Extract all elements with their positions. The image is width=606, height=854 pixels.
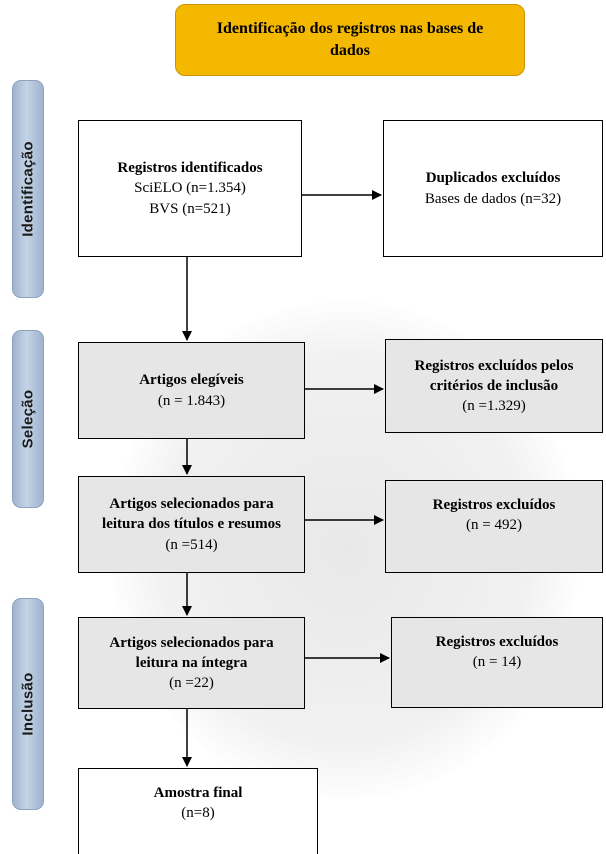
box-registros-identificados-scielo: SciELO (n=1.354): [134, 180, 246, 197]
box-excluidos-criterios-title-2: critérios de inclusão: [429, 377, 559, 394]
box-excluidos-criterios-title-1: Registros excluídos pelos: [414, 357, 574, 374]
box-excluidos-criterios: Registros excluídos pelos critérios de i…: [385, 339, 603, 433]
section-label-selecao: Seleção: [12, 330, 44, 508]
box-selecionados-integra-title-2: leitura na íntegra: [135, 654, 248, 671]
box-selecionados-titulos-title-2: leitura dos títulos e resumos: [102, 516, 281, 533]
section-label-inclusao: Inclusão: [12, 598, 44, 810]
box-selecionados-integra-title-1: Artigos selecionados para: [109, 634, 274, 651]
box-selecionados-integra-value: (n =22): [169, 675, 214, 692]
box-selecionados-titulos-title-1: Artigos selecionados para: [109, 496, 274, 513]
box-amostra-final-value: (n=8): [181, 805, 215, 822]
box-amostra-final: Amostra final (n=8): [78, 768, 318, 854]
header-title: Identificação dos registros nas bases de…: [216, 20, 484, 59]
section-label-identificacao: Identificação: [12, 80, 44, 298]
box-registros-identificados-title: Registros identificados: [117, 160, 263, 177]
box-artigos-elegiveis-value: (n = 1.843): [157, 392, 226, 409]
box-excluidos-titulos-value: (n = 492): [466, 517, 522, 534]
box-duplicados-excluidos-title: Duplicados excluídos: [425, 170, 561, 187]
box-excluidos-titulos-title: Registros excluídos: [432, 497, 556, 513]
box-registros-identificados-bvs: BVS (n=521): [149, 200, 231, 217]
box-selecionados-titulos-value: (n =514): [165, 536, 218, 553]
box-duplicados-excluidos-value: Bases de dados (n=32): [424, 190, 562, 207]
box-artigos-elegiveis: Artigos elegíveis (n = 1.843): [78, 342, 305, 439]
box-amostra-final-title: Amostra final: [153, 785, 243, 801]
box-excluidos-integra-title: Registros excluídos: [435, 634, 559, 650]
box-excluidos-criterios-value: (n =1.329): [462, 398, 526, 415]
box-registros-identificados: Registros identificados SciELO (n=1.354)…: [78, 120, 302, 257]
box-duplicados-excluidos: Duplicados excluídos Bases de dados (n=3…: [383, 120, 603, 257]
box-excluidos-integra: Registros excluídos (n = 14): [391, 617, 603, 708]
header-box: Identificação dos registros nas bases de…: [175, 4, 525, 76]
box-selecionados-integra: Artigos selecionados para leitura na ínt…: [78, 617, 305, 709]
box-artigos-elegiveis-title: Artigos elegíveis: [139, 372, 244, 389]
box-excluidos-integra-value: (n = 14): [472, 654, 522, 671]
box-selecionados-titulos: Artigos selecionados para leitura dos tí…: [78, 476, 305, 573]
box-excluidos-titulos: Registros excluídos (n = 492): [385, 480, 603, 573]
